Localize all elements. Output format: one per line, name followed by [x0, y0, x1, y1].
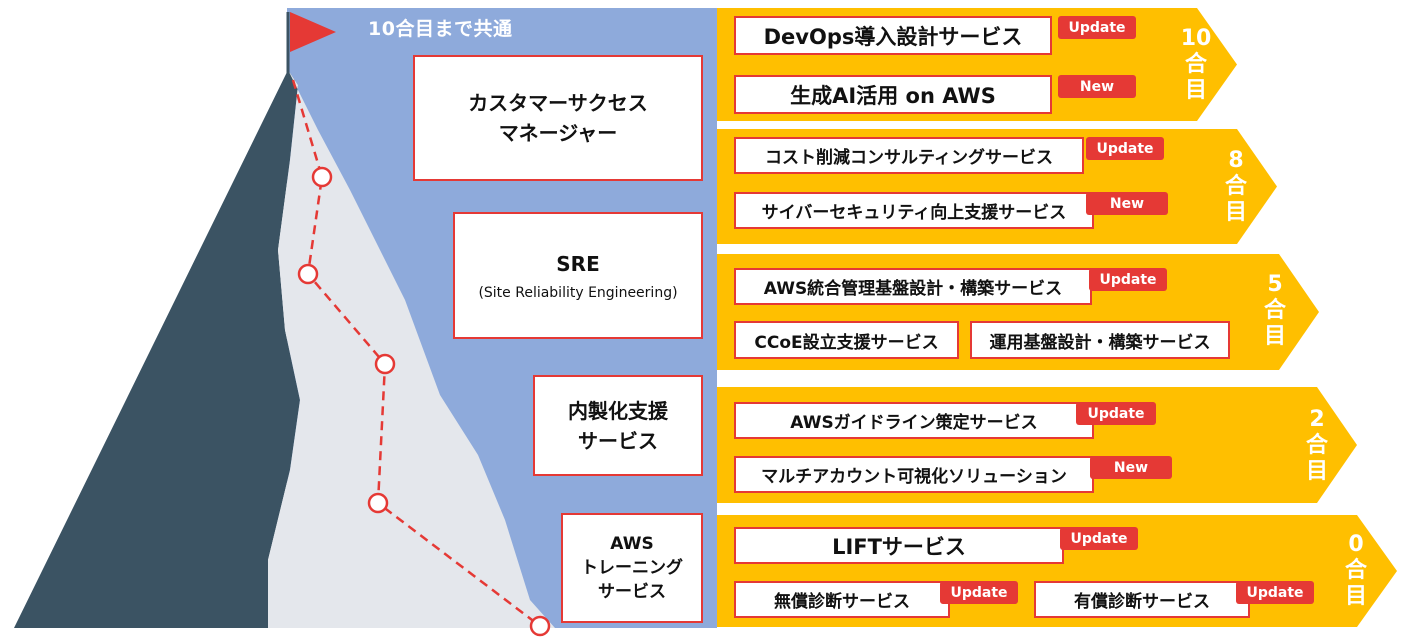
service-badge: Update — [1089, 268, 1167, 291]
role-aws-training: AWS トレーニング サービス — [561, 513, 703, 623]
role-title: AWS — [610, 534, 654, 554]
stage-unit: 目 — [1305, 459, 1328, 484]
service-multi-account-visualization[interactable]: マルチアカウント可視化ソリューション — [734, 456, 1094, 493]
role-title: カスタマーサクセス — [468, 91, 648, 115]
route-checkpoint — [374, 353, 396, 375]
stage-number: 2 — [1309, 407, 1325, 432]
service-badge: Update — [1236, 581, 1314, 604]
stage-unit: 合 — [1224, 174, 1247, 199]
stage-label-8: 8 合 目 — [1216, 148, 1256, 226]
summit-flag-icon — [290, 12, 336, 52]
stage-label-10: 10 合 目 — [1176, 26, 1216, 104]
stage-unit: 目 — [1263, 324, 1286, 349]
role-title-line2: サービス — [578, 428, 658, 453]
service-badge: Update — [1058, 16, 1136, 39]
stage-unit: 合 — [1305, 433, 1328, 458]
service-badge: New — [1090, 456, 1172, 479]
stage-label-2: 2 合 目 — [1297, 407, 1337, 485]
service-cost-reduction[interactable]: コスト削減コンサルティングサービス — [734, 137, 1084, 174]
stage-label-0: 0 合 目 — [1336, 532, 1376, 610]
service-badge: Update — [1060, 527, 1138, 550]
service-badge: New — [1086, 192, 1168, 215]
service-aws-guideline[interactable]: AWSガイドライン策定サービス — [734, 402, 1094, 439]
service-badge: Update — [1086, 137, 1164, 160]
route-checkpoint — [311, 166, 333, 188]
stage-label-5: 5 合 目 — [1255, 272, 1295, 350]
role-title-line2: マネージャー — [498, 121, 618, 145]
service-generative-ai[interactable]: 生成AI活用 on AWS — [734, 75, 1052, 114]
service-badge: Update — [1076, 402, 1156, 425]
stage-unit: 合 — [1263, 298, 1286, 323]
service-badge: Update — [940, 581, 1018, 604]
common-scope-label: 10合目まで共通 — [368, 18, 513, 40]
route-checkpoint — [529, 615, 551, 637]
service-operations-platform[interactable]: 運用基盤設計・構築サービス — [970, 321, 1230, 359]
service-paid-assessment[interactable]: 有償診断サービス — [1034, 581, 1250, 618]
stage-number: 0 — [1348, 532, 1364, 557]
mountain-dark-face — [14, 70, 300, 628]
service-aws-integrated-management[interactable]: AWS統合管理基盤設計・構築サービス — [734, 268, 1092, 305]
service-cyber-security[interactable]: サイバーセキュリティ向上支援サービス — [734, 192, 1094, 229]
service-badge: New — [1058, 75, 1136, 98]
service-lift[interactable]: LIFTサービス — [734, 527, 1064, 564]
stage-number: 10 — [1180, 26, 1212, 51]
route-checkpoint — [367, 492, 389, 514]
stage-unit: 目 — [1344, 584, 1367, 609]
route-checkpoint — [297, 263, 319, 285]
role-customer-success-manager: カスタマーサクセス マネージャー — [413, 55, 703, 181]
service-free-assessment[interactable]: 無償診断サービス — [734, 581, 950, 618]
stage-unit: 目 — [1184, 78, 1207, 103]
climbing-route — [291, 79, 541, 627]
role-sre: SRE (Site Reliability Engineering) — [453, 212, 703, 339]
stage-unit: 合 — [1344, 558, 1367, 583]
stage-unit: 目 — [1224, 200, 1247, 225]
stage-number: 8 — [1228, 148, 1244, 173]
role-title-line3: サービス — [598, 582, 666, 602]
mountain-light-face — [268, 70, 555, 628]
stage-number: 5 — [1267, 272, 1283, 297]
role-inhouse-support: 内製化支援 サービス — [533, 375, 703, 476]
service-ccoe-setup[interactable]: CCoE設立支援サービス — [734, 321, 959, 359]
role-title: SRE — [556, 251, 600, 276]
role-subtitle: (Site Reliability Engineering) — [478, 284, 678, 301]
service-devops-design[interactable]: DevOps導入設計サービス — [734, 16, 1052, 55]
stage-unit: 合 — [1184, 52, 1207, 77]
role-title-line2: トレーニング — [581, 558, 683, 578]
role-title: 内製化支援 — [568, 398, 668, 423]
